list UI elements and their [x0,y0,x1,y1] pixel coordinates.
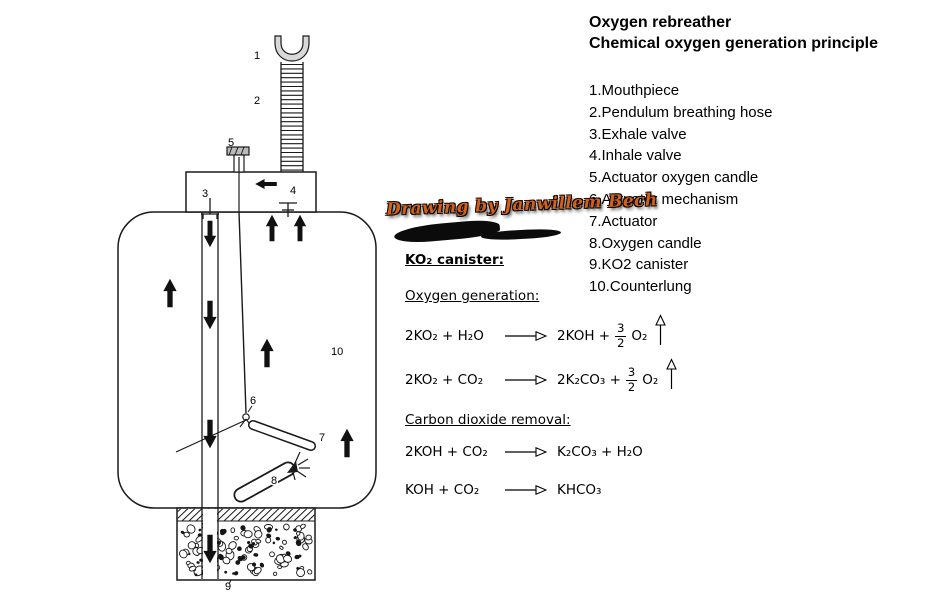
ko2-canister [168,508,321,580]
reaction-row: 2KOH + CO₂ K₂CO₃ + H₂O [405,440,705,464]
gas-evolution-arrow-icon [654,314,667,346]
reaction-rhs-text: 2K₂CO₃ + [557,372,621,388]
reaction-rhs: 2KOH + 32 O₂ [557,322,667,349]
hose-ribs [282,65,303,171]
watermark-smudge [393,218,500,244]
rebreather-diagram: 1 2 3 4 5 6 7 8 9 10 [0,0,400,593]
fraction: 32 [626,366,637,393]
actuator-rod [239,212,246,413]
legend-item-8: 8.Oxygen candle [589,233,941,255]
part-label-10: 10 [331,346,343,358]
legend-item-10: 10.Counterlung [589,276,941,298]
fraction-denominator: 2 [615,337,626,350]
legend-panel: Oxygen rebreather Chemical oxygen genera… [589,12,941,298]
part-label-1: 1 [254,50,260,62]
reaction-rhs: KHCO₃ [557,482,601,498]
gas-evolution-arrow-icon [665,358,678,390]
legend-item-5: 5.Actuator oxygen candle [589,167,941,189]
counterlung [118,212,376,508]
exhale-downtube [202,212,218,579]
fraction: 32 [615,322,626,349]
reaction-product: O₂ [642,372,658,388]
reaction-arrow-icon [505,374,547,386]
legend-item-9: 9.KO2 canister [589,254,941,276]
reaction-arrow-icon [505,446,547,458]
reaction-lhs: KOH + CO₂ [405,482,505,498]
part-label-9: 9 [225,581,231,593]
part-label-8: 8 [271,475,277,487]
oxygen-candle [241,452,310,495]
part-label-5: 5 [228,137,234,149]
legend-item-3: 3.Exhale valve [589,124,941,146]
part-label-4: 4 [290,185,296,197]
actuator-knob [227,147,249,172]
co2-removal-heading: Carbon dioxide removal: [405,412,705,428]
reaction-rhs: K₂CO₃ + H₂O [557,444,643,460]
fraction-denominator: 2 [626,381,637,394]
part-label-3: 3 [202,188,208,200]
reaction-rhs-text: 2KOH + [557,328,610,344]
watermark-text: Drawing by Janwillem Bech [386,192,602,219]
part-label-2: 2 [254,95,260,107]
reaction-lhs: 2KOH + CO₂ [405,444,505,460]
legend-item-2: 2.Pendulum breathing hose [589,102,941,124]
reaction-row: 2KO₂ + H₂O 2KOH + 32 O₂ [405,318,705,354]
flow-arrow-up-icon [163,279,176,308]
part-label-7: 7 [319,432,325,444]
reaction-lhs: 2KO₂ + H₂O [405,328,505,344]
reaction-row: KOH + CO₂ KHCO₃ [405,478,705,502]
flow-arrow-down-icon [204,221,216,247]
legend-list: 1.Mouthpiece 2.Pendulum breathing hose 3… [589,80,941,298]
flow-arrows [163,179,353,563]
flow-arrow-down-icon [203,301,216,330]
fraction-numerator: 3 [615,322,626,336]
page-title-line1: Oxygen rebreather [589,12,941,33]
page-title-line2: Chemical oxygen generation principle [589,33,941,54]
legend-item-1: 1.Mouthpiece [589,80,941,102]
part-label-6: 6 [250,395,256,407]
pendulum-breathing-hose [281,62,303,172]
reaction-lhs: 2KO₂ + CO₂ [405,372,505,388]
reaction-arrow-icon [505,330,547,342]
reaction-row: 2KO₂ + CO₂ 2K₂CO₃ + 32 O₂ [405,362,705,398]
flow-arrow-up-icon [294,215,306,241]
fraction-numerator: 3 [626,366,637,380]
legend-item-7: 7.Actuator [589,211,941,233]
reaction-product: O₂ [631,328,647,344]
reaction-rhs: 2K₂CO₃ + 32 O₂ [557,366,678,393]
flow-arrow-up-icon [266,215,278,241]
watermark: Drawing by Janwillem Bech [386,196,601,258]
legend-item-4: 4.Inhale valve [589,145,941,167]
flow-arrow-up-icon [260,339,273,368]
mouthpiece [275,36,309,61]
reaction-arrow-icon [505,484,547,496]
flow-arrow-up-icon [340,429,353,458]
